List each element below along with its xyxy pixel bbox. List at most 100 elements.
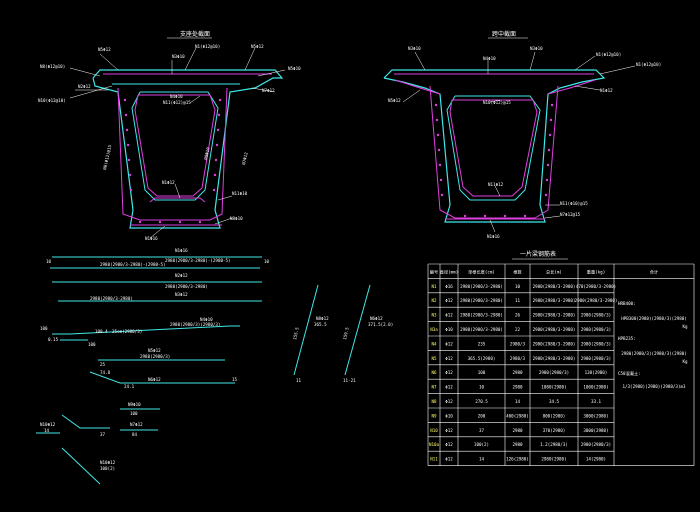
b2-dim: 2980(2980/3-2980)-(2980-5) <box>100 262 166 267</box>
table-cell: N5 <box>431 356 437 361</box>
label-r2: N3Φ10 <box>530 46 543 51</box>
label-top-left-rebar: N5Φ12 <box>98 47 111 52</box>
label-r12: N1Φ16 <box>487 234 500 239</box>
diag1-b: 11 <box>296 378 302 383</box>
left-section-title: 支座处截面 <box>180 30 210 38</box>
table-header-cell: 单根长度(cm) <box>468 268 495 275</box>
table-cell: 3000(2980) <box>583 428 608 433</box>
table-cell: N3a <box>430 327 438 332</box>
table-cell: 3000(2980) <box>583 413 608 418</box>
table-cell: 14 <box>515 399 521 404</box>
table-cell: N11 <box>430 457 438 462</box>
table-total-t3: Kg <box>682 324 688 329</box>
table-cell: 2980(2980/3) <box>581 341 611 346</box>
table-cell: 1.2(2980/3) <box>540 442 568 447</box>
b4-top: N4Φ10 <box>200 317 213 322</box>
table-cell: Φ12 <box>445 356 453 361</box>
left-rebar-haunch <box>149 197 206 203</box>
table-header-cell: 根数 <box>513 268 522 275</box>
label-side-a: N8(Φ12)@15 <box>102 144 112 170</box>
b6-d: 15 <box>232 377 238 382</box>
b3-dim: 2980(2980/3-2980) <box>90 296 133 301</box>
b5-dim: 2980(2980/3) <box>140 354 170 359</box>
table-total-t8: 1/3(2980)(2980)(2980/3)m3 <box>622 384 686 389</box>
b1-top: N1Φ16 <box>175 248 188 253</box>
table-cell: 2980(2980/3) <box>581 327 611 332</box>
table-cell: 33.1 <box>591 399 602 404</box>
diag2-l: 159.5 <box>342 326 350 340</box>
label-n3: N3Φ10 <box>172 54 185 59</box>
table-cell: 34.5 <box>549 399 560 404</box>
table-cell: 235 <box>478 341 486 346</box>
label-n11: N11Φ10 <box>232 191 248 196</box>
table-cell: 470(2980/3-2980) <box>576 284 616 289</box>
table-cell: 370(2980) <box>543 428 566 433</box>
table-cell: Φ12 <box>445 442 453 447</box>
table-cell: 800(2980) <box>543 413 566 418</box>
b1-right: 10 <box>264 259 270 264</box>
diag2-line <box>344 284 371 376</box>
b5-a: 25 <box>100 362 106 367</box>
b7-v: 100 <box>130 411 138 416</box>
table-cell: N1 <box>431 284 437 289</box>
diag2-top: N6Φ12 <box>370 316 383 321</box>
b1-left: 10 <box>46 259 52 264</box>
b4-dim: 2980(2980/3)(2980/3) <box>170 322 220 327</box>
label-top-right-rebar: N5Φ12 <box>251 44 264 49</box>
table-cell: 2980(2980/3-2980) <box>533 284 576 289</box>
table-cell: 2980(2980/3-2980) <box>460 313 503 318</box>
label-r5: N5Φ12 <box>388 98 401 103</box>
table-cell: 270.5 <box>475 399 488 404</box>
diag1-v: 365.5 <box>314 322 327 327</box>
b2-top: N2Φ12 <box>175 273 188 278</box>
table-cell: 2980/3 <box>510 341 526 346</box>
table-cell: 2980 <box>512 370 523 375</box>
diag2-b: 11-21 <box>343 378 356 383</box>
left-concrete-outline <box>92 69 284 229</box>
b10-top: N10Φ12 <box>100 460 116 465</box>
table-cell: 2980(2980/3-2980) <box>460 284 503 289</box>
table-cell: N8 <box>431 399 437 404</box>
b3-top: N3Φ12 <box>175 292 188 297</box>
b8-v: 14 <box>44 428 50 433</box>
table-cell: Φ12 <box>445 457 453 462</box>
table-cell: Φ10 <box>445 327 453 332</box>
label-side-c: N7Φ12 <box>241 151 249 165</box>
b5-top: N5Φ12 <box>148 348 161 353</box>
b10-v: 100(2) <box>100 466 115 471</box>
b1-dim: 2980(2980/3-2980)-(2980-5) <box>165 258 231 263</box>
table-cell: 2980(2980/3-2980) <box>533 313 576 318</box>
left-inner-void <box>131 91 219 201</box>
table-cell: Φ12 <box>445 370 453 375</box>
bar-details: N1Φ16 2980(2980/3-2980)-(2980-5) 10 10 2… <box>36 248 393 485</box>
table-header-cell: 直径(mm) <box>440 268 458 274</box>
table-cell: 11 <box>515 298 521 303</box>
b4-line <box>52 325 240 335</box>
label-r11: N7Φ12@15 <box>560 212 581 217</box>
table-cell: 14 <box>479 457 485 462</box>
b6-a: 74.8 <box>100 370 111 375</box>
b4-d: 0.15 <box>48 337 59 342</box>
table-cell: 2980(2980/3-2980) <box>533 327 576 332</box>
label-r3: N1(Φ12@10) <box>596 52 621 57</box>
b4-e: 100 <box>88 342 96 347</box>
table-cell: 100 <box>478 370 486 375</box>
right-rebar-left-wing <box>394 79 441 95</box>
right-rebar-right-wing <box>547 79 596 95</box>
table-cell: 400(2980) <box>506 413 529 418</box>
table-cell: 14(2980) <box>586 457 606 462</box>
right-section: 跨中截面 N3Φ10 N3Φ10 N1(Φ12@10) <box>383 30 661 239</box>
label-r8: N11Φ12 <box>488 182 504 187</box>
b10-line <box>61 447 101 485</box>
label-n5: N5Φ10 <box>288 66 301 71</box>
label-r1: N3Φ10 <box>408 46 421 51</box>
table-header-cell: 重量(kg) <box>587 268 605 275</box>
table-cell: Φ12 <box>445 385 453 390</box>
table-cell: Φ16 <box>445 284 453 289</box>
left-rebar-web <box>117 87 228 221</box>
right-rebar-web <box>429 85 559 219</box>
table-cell: 2980(2980/3-2980) <box>533 356 576 361</box>
right-leaders <box>402 51 636 233</box>
table-cell: 1000(2980) <box>583 385 608 390</box>
